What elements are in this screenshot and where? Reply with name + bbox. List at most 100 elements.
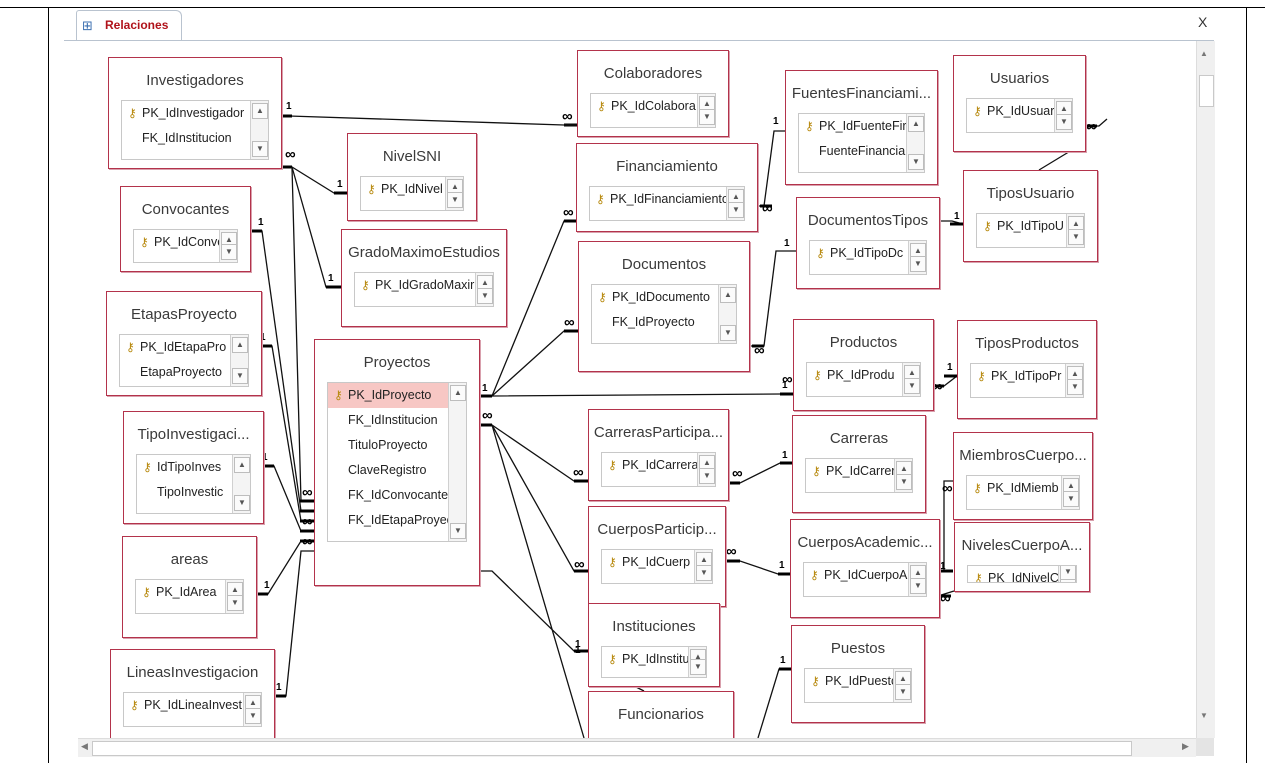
field-item[interactable]: FK_IdConvocante (328, 483, 466, 508)
field-list[interactable]: ⚷PK_IdConvc▲▼ (133, 229, 238, 263)
table-financiamiento[interactable]: Financiamiento⚷PK_IdFinanciamiento▲▼ (576, 143, 758, 232)
field-list[interactable]: ⚷PK_IdTipoDc▲▼ (809, 240, 927, 275)
relationship-line[interactable] (273, 550, 314, 697)
field-list-scrollbar[interactable]: ▲▼ (893, 669, 911, 702)
field-list-scrollbar[interactable]: ▲▼ (902, 363, 920, 396)
field-list-scrollbar[interactable]: ▲▼ (232, 455, 250, 513)
table-tiposproductos[interactable]: TiposProductos⚷PK_IdTipoPr▲▼ (957, 320, 1097, 419)
scroll-down-icon[interactable]: ▼ (720, 325, 736, 341)
primary-key-field[interactable]: ⚷PK_IdProdu (807, 363, 920, 388)
horizontal-scrollbar[interactable]: ◀ ▶ (78, 738, 1196, 757)
field-item[interactable]: ClaveRegistro (328, 458, 466, 483)
primary-key-field[interactable]: ⚷PK_IdDocumento (592, 285, 736, 310)
scroll-down-icon[interactable]: ▼ (252, 141, 268, 157)
field-list[interactable]: ⚷PK_IdNivel▲▼ (360, 176, 464, 211)
field-item[interactable]: FK_IdEtapaProyec (328, 508, 466, 533)
scroll-down-icon[interactable]: ▼ (895, 684, 911, 700)
scroll-down-icon[interactable]: ▼ (896, 474, 912, 490)
field-item[interactable]: EtapaProyecto (120, 360, 248, 385)
field-item[interactable]: FuenteFinancia (799, 139, 924, 164)
table-miembros[interactable]: MiembrosCuerpo...⚷PK_IdMiemb▲▼ (953, 432, 1093, 520)
field-list-scrollbar[interactable]: ▲▼ (694, 550, 712, 583)
field-list[interactable]: ⚷PK_IdArea▲▼ (135, 579, 244, 614)
field-list[interactable]: ⚷PK_IdFinanciamiento▲▼ (589, 186, 745, 221)
scroll-down-icon[interactable]: ▼ (245, 708, 261, 724)
scroll-up-icon[interactable]: ▲ (232, 337, 248, 353)
relationship-line[interactable] (491, 393, 793, 397)
table-lineas[interactable]: LineasInvestigacion⚷PK_IdLineaInvest▲▼ (110, 649, 275, 738)
field-list[interactable]: ⚷PK_IdTipoU▲▼ (976, 213, 1085, 248)
table-tiposusuario[interactable]: TiposUsuario⚷PK_IdTipoU▲▼ (963, 170, 1098, 262)
primary-key-field[interactable]: ⚷PK_IdUsuar (967, 99, 1072, 124)
scroll-up-icon[interactable]: ▲ (699, 96, 715, 112)
field-item[interactable]: TituloProyecto (328, 433, 466, 458)
field-list-scrollbar[interactable]: ▲▼ (1054, 99, 1072, 132)
primary-key-field[interactable]: ⚷PK_IdArea (136, 580, 243, 605)
scroll-down-icon[interactable]: ▼ (910, 578, 926, 594)
horizontal-scroll-thumb[interactable] (92, 741, 1132, 756)
field-item[interactable]: FK_IdProyecto (592, 310, 736, 335)
primary-key-field[interactable]: ⚷PK_IdNivelC (968, 566, 1076, 582)
primary-key-field[interactable]: ⚷PK_IdMiemb (967, 476, 1079, 501)
scroll-up-icon[interactable]: ▲ (234, 457, 250, 473)
scroll-down-icon[interactable]: ▼ (910, 256, 926, 272)
primary-key-field[interactable]: ⚷PK_IdFuenteFir (799, 114, 924, 139)
table-nivelsni[interactable]: NivelSNI⚷PK_IdNivel▲▼ (347, 133, 477, 221)
table-usuarios[interactable]: Usuarios⚷PK_IdUsuar▲▼ (953, 55, 1086, 152)
primary-key-field[interactable]: ⚷PK_IdCuerpoA (804, 563, 926, 588)
table-niveles[interactable]: NivelesCuerpoA...⚷PK_IdNivelC▲▼ (954, 522, 1090, 592)
vertical-scroll-thumb[interactable] (1199, 75, 1214, 107)
field-list-scrollbar[interactable]: ▲▼ (225, 580, 243, 613)
field-list-scrollbar[interactable]: ▲▼ (1061, 476, 1079, 509)
field-list[interactable]: ⚷PK_IdPuestc▲▼ (804, 668, 912, 703)
field-list[interactable]: ⚷PK_IdNivelC▲▼ (967, 565, 1077, 583)
scroll-down-icon[interactable]: ▼ (234, 495, 250, 511)
table-areas[interactable]: areas⚷PK_IdArea▲▼ (122, 536, 257, 638)
table-carreras[interactable]: Carreras⚷PK_IdCarrer▲▼ (792, 415, 926, 513)
relationship-line[interactable] (291, 166, 314, 502)
scroll-down-icon[interactable]: ▼ (904, 378, 920, 394)
table-puestos[interactable]: Puestos⚷PK_IdPuestc▲▼ (791, 625, 925, 723)
scroll-down-icon[interactable]: ▼ (1200, 711, 1208, 720)
field-item[interactable]: FK_IdInstitucion (122, 126, 268, 151)
primary-key-field[interactable]: ⚷PK_IdLineaInvest (124, 693, 261, 718)
field-list-scrollbar[interactable]: ▲▼ (250, 101, 268, 159)
field-list-scrollbar[interactable]: ▲▼ (445, 177, 463, 210)
scroll-down-icon[interactable]: ▼ (696, 565, 712, 581)
table-doctipos[interactable]: DocumentosTipos⚷PK_IdTipoDc▲▼ (796, 197, 940, 289)
field-list[interactable]: ⚷PK_IdTipoPr▲▼ (970, 363, 1084, 398)
primary-key-field[interactable]: ⚷PK_IdNivel (361, 177, 463, 202)
field-list-scrollbar[interactable]: ▲▼ (697, 453, 715, 486)
field-list[interactable]: ⚷PK_IdCuerpoA▲▼ (803, 562, 927, 597)
primary-key-field[interactable]: ⚷PK_IdPuestc (805, 669, 911, 694)
primary-key-field[interactable]: ⚷PK_IdCarrer (806, 459, 912, 484)
scroll-down-icon[interactable]: ▼ (699, 468, 715, 484)
table-productos[interactable]: Productos⚷PK_IdProdu▲▼ (793, 319, 934, 411)
scroll-up-icon[interactable]: ▲ (908, 116, 924, 132)
relationship-line[interactable] (1038, 149, 1073, 171)
scroll-down-icon[interactable]: ▼ (728, 202, 744, 218)
scroll-up-icon[interactable]: ▲ (477, 275, 493, 291)
relationship-line[interactable] (478, 570, 588, 652)
relationship-line[interactable] (491, 424, 588, 572)
scroll-down-icon[interactable]: ▼ (1067, 379, 1083, 395)
scroll-down-icon[interactable]: ▼ (227, 595, 243, 611)
field-list[interactable]: ⚷PK_IdProdu▲▼ (806, 362, 921, 397)
tab-relaciones[interactable]: ⊞ Relaciones (76, 10, 182, 41)
field-list[interactable]: ⚷PK_IdUsuar▲▼ (966, 98, 1073, 133)
field-list-scrollbar[interactable]: ▲▼ (243, 693, 261, 726)
field-list[interactable]: ⚷PK_IdMiemb▲▼ (966, 475, 1080, 510)
primary-key-field[interactable]: ⚷PK_IdConvc (134, 230, 237, 255)
table-convocantes[interactable]: Convocantes⚷PK_IdConvc▲▼ (120, 186, 251, 272)
primary-key-field[interactable]: ⚷PK_IdProyecto (328, 383, 466, 408)
scroll-up-icon[interactable]: ▲ (896, 461, 912, 477)
scroll-up-icon[interactable]: ▲ (910, 565, 926, 581)
field-list[interactable]: ⚷PK_IdLineaInvest▲▼ (123, 692, 262, 727)
table-funcionarios[interactable]: Funcionarios (588, 691, 734, 738)
